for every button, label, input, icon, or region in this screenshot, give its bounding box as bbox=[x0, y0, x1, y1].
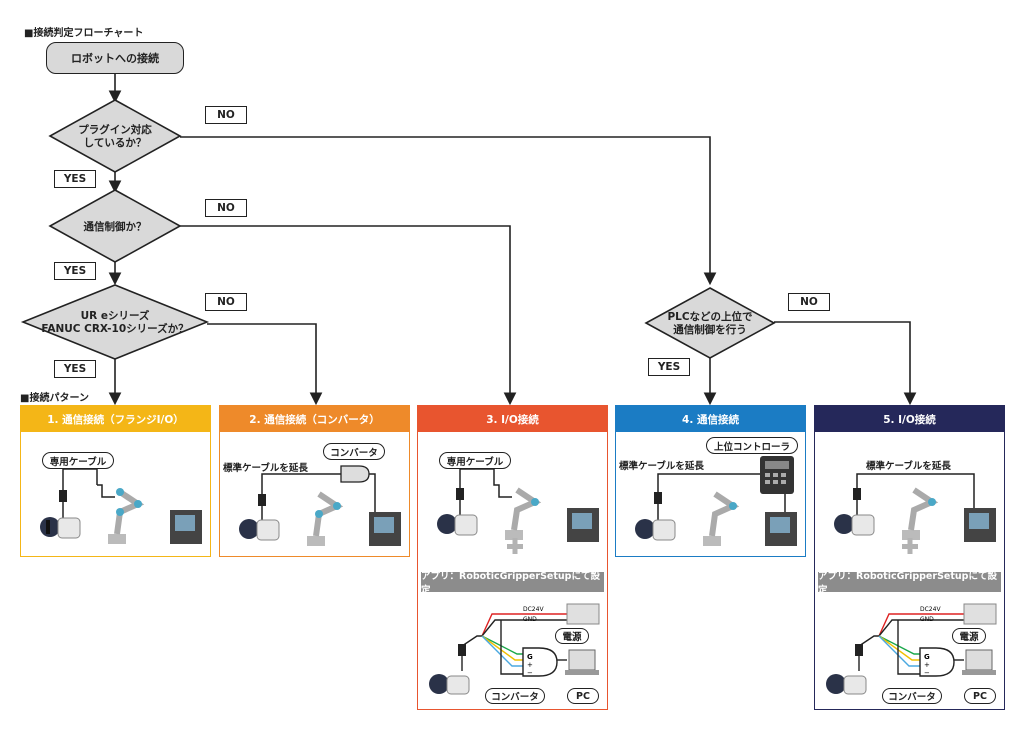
gripper-icon bbox=[40, 517, 81, 539]
power-label: 電源 bbox=[555, 628, 589, 644]
no-tag: NO bbox=[205, 106, 247, 124]
robot-arm-icon bbox=[703, 491, 740, 546]
cable-label: 標準ケーブルを延長 bbox=[223, 463, 308, 474]
controller-icon bbox=[369, 512, 401, 546]
yes-tag: YES bbox=[648, 358, 690, 376]
card-header: 2. 通信接続（コンバータ） bbox=[220, 406, 409, 432]
card-3-wiring: DC24V GND G + − bbox=[429, 603, 600, 695]
pc-label: PC bbox=[964, 688, 996, 704]
power-label: 電源 bbox=[952, 628, 986, 644]
yes-tag: YES bbox=[54, 170, 96, 188]
gripper-icon bbox=[239, 519, 280, 541]
converter-g-label: G bbox=[924, 653, 930, 661]
card-header: 3. I/O接続 bbox=[418, 406, 607, 432]
power-supply-icon bbox=[963, 603, 997, 625]
card-header: 5. I/O接続 bbox=[815, 406, 1004, 432]
flowchart-title: ■接続判定フローチャート bbox=[24, 28, 144, 39]
upper-controller-callout: 上位コントローラ bbox=[706, 437, 798, 454]
card-2-illustration bbox=[239, 465, 401, 546]
converter-minus-label: − bbox=[924, 669, 930, 677]
robot-arm-icon bbox=[108, 488, 145, 544]
no-tag: NO bbox=[205, 293, 247, 311]
converter-icon bbox=[522, 647, 558, 677]
decision-plc-text: PLCなどの上位で 通信制御を行う bbox=[667, 311, 753, 336]
gnd-label: GND bbox=[920, 616, 934, 623]
app-setup-banner: アプリ：RoboticGripperSetupにて設定 bbox=[421, 571, 604, 596]
card-header: 4. 通信接続 bbox=[616, 406, 805, 432]
robot-arm-icon bbox=[307, 491, 344, 546]
gripper-icon bbox=[635, 519, 676, 541]
robot-arm-icon bbox=[902, 487, 939, 540]
card-5-wiring: DC24V GND G + − bbox=[826, 603, 997, 695]
controller-icon bbox=[765, 512, 797, 546]
converter-icon bbox=[919, 647, 955, 677]
yes-tag: YES bbox=[54, 360, 96, 378]
pc-icon bbox=[962, 649, 996, 675]
no-tag: NO bbox=[788, 293, 830, 311]
controller-icon bbox=[170, 510, 202, 544]
converter-plus-label: + bbox=[924, 661, 930, 669]
app-setup-banner: アプリ：RoboticGripperSetupにて設定 bbox=[818, 571, 1001, 596]
plus-icon bbox=[902, 538, 918, 554]
robot-arm-icon bbox=[505, 487, 542, 540]
plc-controller-icon bbox=[760, 456, 794, 494]
no-tag: NO bbox=[205, 199, 247, 217]
card-3-illustration bbox=[437, 468, 599, 554]
gripper-icon bbox=[437, 514, 478, 536]
converter-label: コンバータ bbox=[485, 688, 545, 704]
dc24v-label: DC24V bbox=[920, 606, 941, 613]
card-1-illustration bbox=[40, 468, 202, 544]
converter-plus-label: + bbox=[527, 661, 533, 669]
dc24v-label: DC24V bbox=[523, 606, 544, 613]
converter-minus-label: − bbox=[527, 669, 533, 677]
decision-plc-diamond bbox=[644, 287, 776, 359]
gripper-icon bbox=[429, 674, 470, 695]
converter-callout: コンバータ bbox=[323, 443, 385, 460]
card-5-illustration bbox=[834, 473, 996, 554]
decision-robot-text: UR eシリーズ FANUC CRX-10シリーズか？ bbox=[41, 310, 189, 335]
patterns-title: ■接続パターン bbox=[20, 393, 89, 404]
yes-tag: YES bbox=[54, 262, 96, 280]
pc-icon bbox=[565, 649, 599, 675]
gripper-icon bbox=[834, 514, 875, 536]
converter-label: コンバータ bbox=[882, 688, 942, 704]
controller-icon bbox=[964, 508, 996, 542]
cable-label: 標準ケーブルを延長 bbox=[866, 461, 951, 472]
start-node: ロボットへの接続 bbox=[46, 42, 184, 74]
decision-plugin-text: プラグイン対応 しているか？ bbox=[78, 124, 152, 149]
power-supply-icon bbox=[566, 603, 600, 625]
decision-comm-text: 通信制御か？ bbox=[83, 220, 147, 233]
card-4-illustration bbox=[635, 456, 797, 546]
converter-g-label: G bbox=[527, 653, 533, 661]
cable-label: 標準ケーブルを延長 bbox=[619, 461, 704, 472]
decision-robot-diamond bbox=[20, 284, 210, 360]
decision-plugin-diamond bbox=[48, 99, 182, 173]
decision-comm-diamond bbox=[48, 189, 182, 263]
gripper-icon bbox=[826, 674, 867, 695]
controller-icon bbox=[567, 508, 599, 542]
card-header: 1. 通信接続（フランジI/O） bbox=[21, 406, 210, 432]
pc-label: PC bbox=[567, 688, 599, 704]
converter-icon bbox=[340, 465, 370, 483]
plus-icon bbox=[507, 538, 523, 554]
gnd-label: GND bbox=[523, 616, 537, 623]
